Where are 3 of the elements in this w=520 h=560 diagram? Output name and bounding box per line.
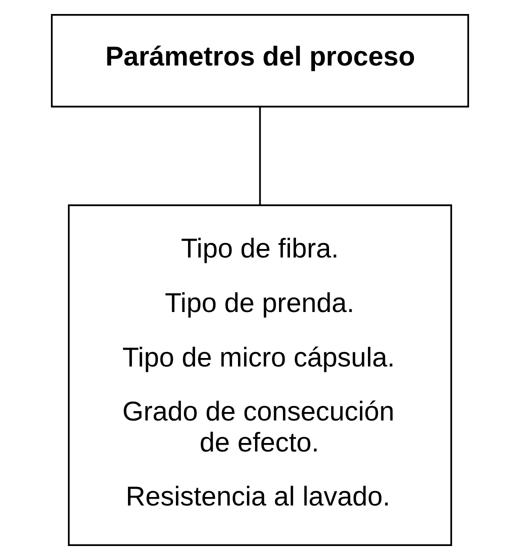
node-box: Parámetros del proceso [50,14,470,108]
connector [259,107,261,205]
node-box: Tipo de fibra. Tipo de prenda. Tipo de micro cápsula. Grado de consecución de efecto. Resistencia al lavado. [68,204,452,546]
